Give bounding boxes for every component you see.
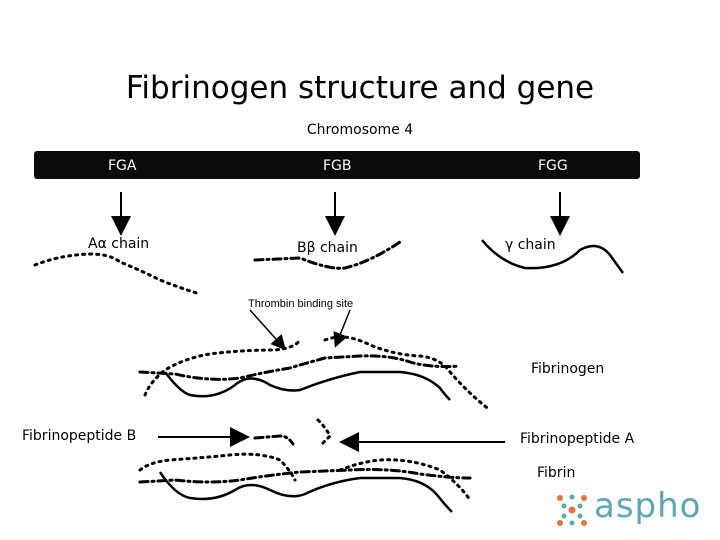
fibrinopeptide-b-fragment <box>253 434 295 446</box>
gene-fga: FGA <box>108 158 137 174</box>
fibrinogen-label: Fibrinogen <box>531 361 605 377</box>
slide-title: Fibrinogen structure and gene <box>125 70 595 106</box>
chromosome-label: Chromosome 4 <box>306 122 414 138</box>
fibrin-label: Fibrin <box>537 465 576 481</box>
aspho-logo-icon <box>557 494 587 526</box>
fibrinopeptide-b-label: Fibrinopeptide B <box>22 428 137 444</box>
chromosome-bar <box>34 151 640 179</box>
fibrinopeptide-a-fragment <box>316 418 332 446</box>
thrombin-arrow-left <box>249 309 287 351</box>
b-beta-chain-line <box>253 240 402 270</box>
fibrinogen-molecule <box>138 335 492 412</box>
a-alpha-chain-line <box>33 252 202 296</box>
thrombin-arrow-right <box>333 309 351 348</box>
gene-fgb: FGB <box>323 158 352 174</box>
thrombin-binding-site-label: Thrombin binding site <box>248 298 354 310</box>
b-beta-chain-label: Bβ chain <box>297 240 358 256</box>
gamma-chain-line <box>481 239 625 274</box>
fibrin-molecule <box>138 452 472 513</box>
aspho-logo-text: aspho <box>594 486 702 526</box>
gene-fgg: FGG <box>538 158 568 174</box>
gamma-chain-label: γ chain <box>505 237 556 253</box>
a-alpha-chain-label: Aα chain <box>88 236 150 252</box>
fibrinopeptide-a-label: Fibrinopeptide A <box>520 431 635 447</box>
aspho-logo: aspho <box>554 486 714 530</box>
